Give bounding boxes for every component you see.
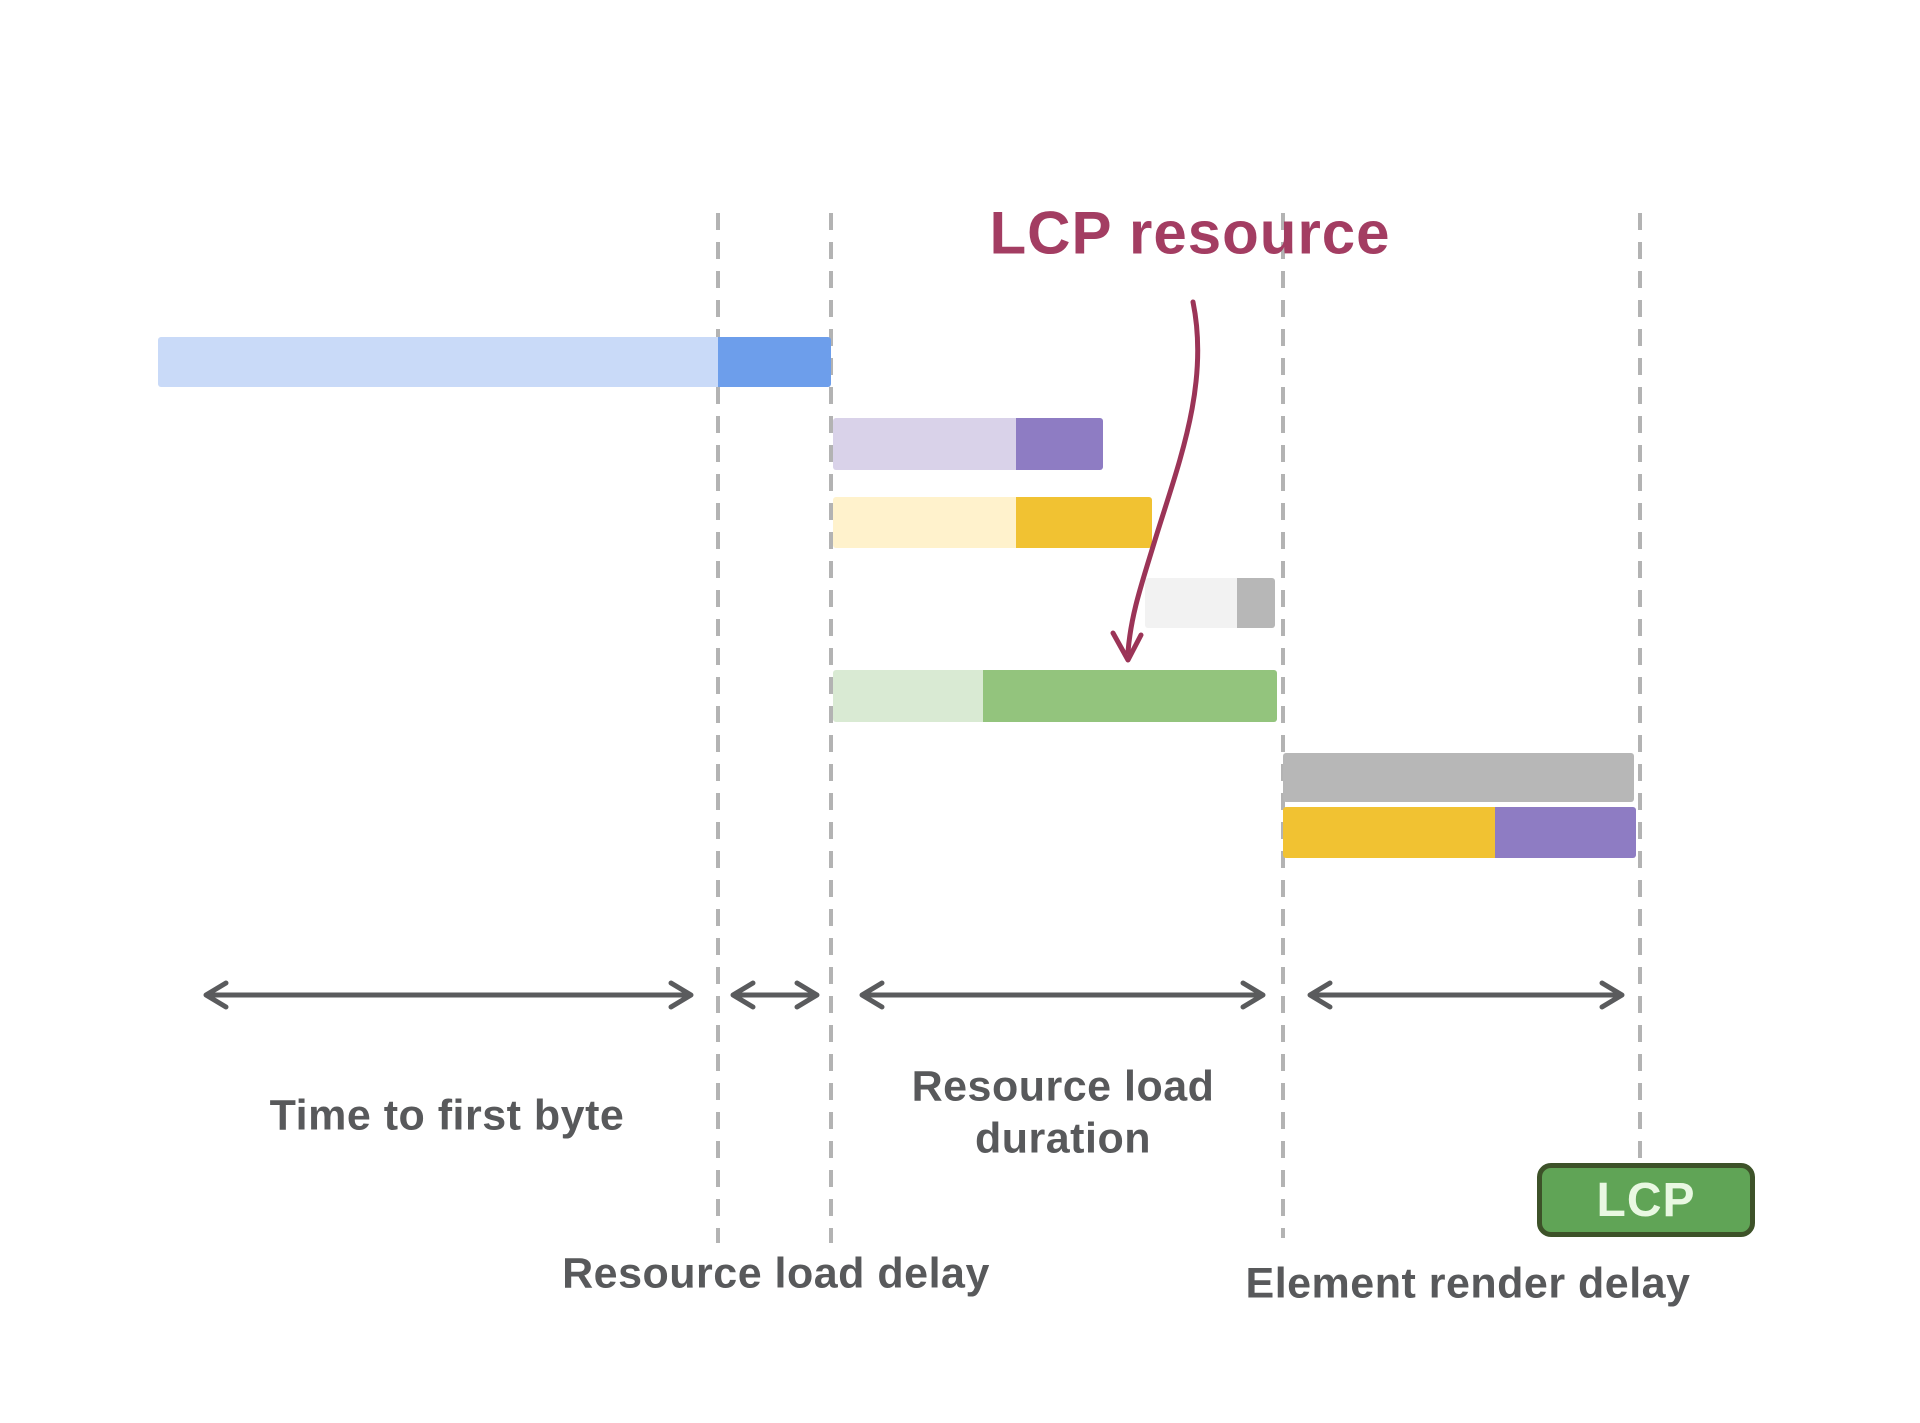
lcp-resource-pointer-curve <box>1125 299 1201 655</box>
arrowhead-left-load-delay <box>730 980 756 1010</box>
phase-label-render-delay: Element render delay <box>1245 1259 1691 1308</box>
bar-render-blocking <box>1283 753 1634 802</box>
arrowhead-left-load-duration <box>859 980 885 1010</box>
bar-lcp-resource-solid <box>983 670 1277 722</box>
bar-render-blocking-solid <box>1283 753 1634 802</box>
phase-label-load-delay: Resource load delay <box>562 1249 990 1298</box>
bar-resource-3 <box>1145 578 1275 628</box>
bar-lcp-resource-faded <box>833 670 983 722</box>
arrowhead-right-render-delay <box>1599 980 1625 1010</box>
bar-document-request-solid <box>718 337 831 387</box>
phase-label-load-duration: Resource load duration <box>911 1062 1215 1162</box>
bar-lcp-resource <box>833 670 1277 722</box>
phase-label-ttfb: Time to first byte <box>269 1091 625 1140</box>
arrowhead-left-ttfb <box>203 980 229 1010</box>
arrowhead-right-ttfb <box>668 980 694 1010</box>
bar-resource-2-faded <box>833 497 1016 548</box>
arrowhead-right-load-delay <box>794 980 820 1010</box>
arrowhead-left-render-delay <box>1307 980 1333 1010</box>
bar-resource-1-faded <box>833 418 1016 470</box>
bar-resource-2 <box>833 497 1152 548</box>
bar-resource-2-solid <box>1016 497 1152 548</box>
bar-render-tasks-solid-yellow <box>1283 807 1495 858</box>
lcp-badge: LCP <box>1537 1163 1755 1237</box>
bar-resource-1-solid <box>1016 418 1103 470</box>
bar-resource-1 <box>833 418 1103 470</box>
arrowhead-right-load-duration <box>1240 980 1266 1010</box>
bar-render-tasks <box>1283 807 1636 858</box>
bar-document-request-faded <box>158 337 718 387</box>
bar-resource-3-faded <box>1145 578 1237 628</box>
bar-document-request <box>158 337 831 387</box>
lcp-resource-pointer-head <box>1110 630 1144 663</box>
lcp-resource-callout: LCP resource <box>989 199 1391 267</box>
bar-resource-3-solid <box>1237 578 1275 628</box>
bar-render-tasks-solid-purple <box>1495 807 1636 858</box>
